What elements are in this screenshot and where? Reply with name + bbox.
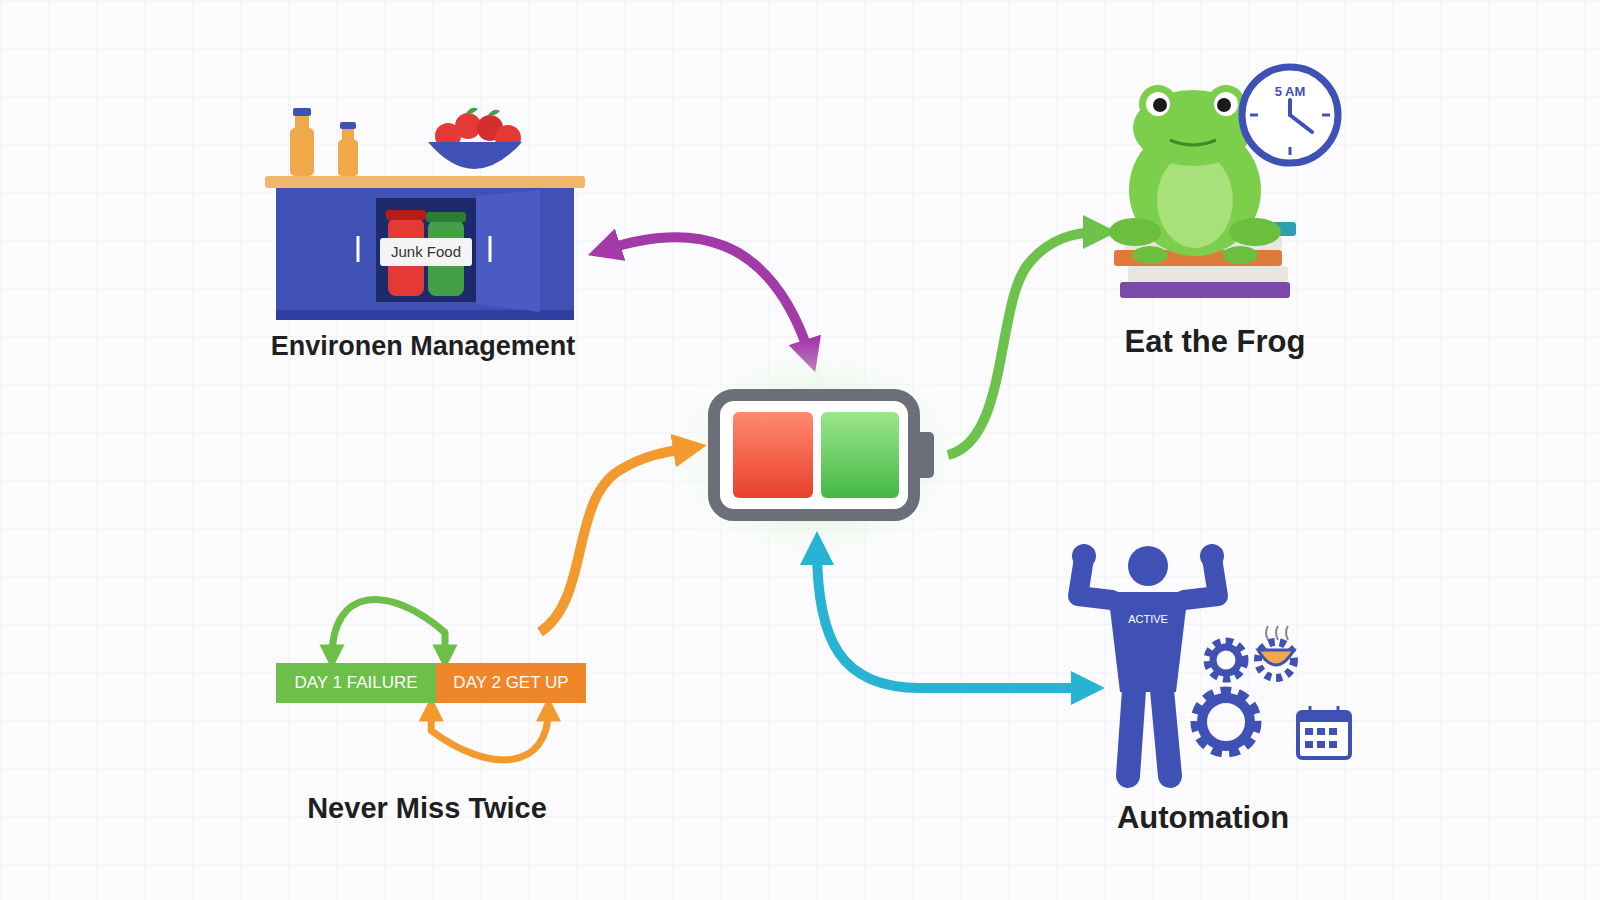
kitchen-cabinet-part	[466, 108, 478, 114]
energy-battery-part	[656, 340, 976, 570]
kitchen-cabinet-part	[290, 128, 314, 176]
green-arrow	[948, 232, 1100, 455]
kitchen-cabinet	[265, 108, 585, 320]
kitchen-cabinet-part	[342, 128, 354, 142]
frog-illustration-part	[1146, 92, 1170, 116]
automation-illustration-part	[1329, 741, 1337, 748]
day-band: DAY 2 GET UP	[436, 663, 586, 703]
section-heading: Never Miss Twice	[307, 791, 547, 826]
automation-illustration-part	[1202, 698, 1250, 746]
day-band: DAY 1 FAILURE	[276, 663, 436, 703]
frog-illustration-part	[1250, 114, 1258, 117]
frog-illustration-part	[1139, 85, 1177, 123]
automation-illustration-part	[1329, 728, 1337, 735]
section-heading: Automation	[1117, 799, 1289, 836]
frog-illustration-part	[1288, 100, 1292, 115]
kitchen-cabinet-part	[426, 212, 466, 222]
band-text: DAY 2 GET UP	[453, 673, 568, 693]
kitchen-cabinet-part	[276, 310, 574, 320]
frog-illustration-part	[1153, 98, 1167, 112]
purple-arrow	[604, 237, 810, 356]
kitchen-cabinet-part	[428, 142, 522, 169]
automation-illustration-part	[1258, 650, 1294, 665]
kitchen-cabinet-part	[455, 113, 481, 139]
kitchen-cabinet-part	[476, 190, 540, 312]
energy-battery-part	[821, 412, 899, 498]
automation-illustration-part	[1305, 728, 1313, 735]
frog-illustration	[1109, 67, 1338, 298]
kitchen-cabinet-part	[265, 176, 585, 188]
kitchen-cabinet-part	[488, 110, 500, 116]
cycle-arrow	[332, 600, 445, 657]
frog-illustration-part	[1133, 90, 1253, 166]
clock-time: 5 AM	[1275, 84, 1306, 100]
automation-illustration-part	[1128, 546, 1168, 586]
frog-illustration-part	[1214, 92, 1238, 116]
kitchen-cabinet-part	[380, 238, 472, 266]
automation-illustration-part	[1196, 692, 1256, 752]
kitchen-cabinet-part	[357, 236, 360, 262]
automation-illustration-part	[1309, 706, 1312, 716]
kitchen-cabinet-part	[376, 198, 476, 302]
automation-illustration-part	[1162, 690, 1170, 776]
energy-battery-part	[733, 412, 813, 498]
frog-illustration-part	[1120, 282, 1290, 298]
frog-illustration-part	[1222, 246, 1258, 264]
kitchen-cabinet-part	[386, 210, 426, 220]
automation-illustration-part	[1128, 690, 1134, 776]
automation-illustration-part	[1305, 741, 1313, 748]
frog-illustration-part	[1290, 115, 1312, 132]
frog-illustration-part	[1289, 147, 1292, 155]
shirt-label: ACTIVE	[1128, 613, 1168, 626]
cycle-arrow	[431, 709, 548, 760]
section-heading: Eat the Frog	[1125, 323, 1306, 360]
kitchen-cabinet-part	[489, 236, 492, 262]
automation-illustration-part	[1317, 741, 1325, 748]
frog-illustration-part	[1170, 140, 1216, 145]
frog-illustration-part	[1242, 67, 1338, 163]
energy-battery-part	[916, 432, 934, 478]
automation-illustration-part	[1200, 544, 1224, 568]
energy-battery	[656, 340, 976, 570]
kitchen-cabinet-part	[295, 114, 309, 132]
kitchen-cabinet-part	[293, 108, 311, 116]
band-text: DAY 1 FAILURE	[294, 673, 417, 693]
automation-illustration-part	[1317, 728, 1325, 735]
frog-illustration-part	[1322, 114, 1330, 117]
automation-illustration	[1072, 544, 1350, 776]
frog-illustration-part	[1109, 218, 1161, 246]
automation-illustration-part	[1337, 706, 1340, 716]
automation-illustration-part	[1072, 544, 1096, 568]
cyan-arrow	[817, 548, 1088, 688]
section-heading: Environen Management	[271, 330, 576, 362]
automation-illustration-part	[1266, 626, 1288, 640]
frog-illustration-part	[1217, 98, 1231, 112]
frog-illustration-part	[1132, 246, 1168, 264]
orange-arrow	[540, 448, 690, 632]
automation-illustration-part	[1298, 712, 1350, 722]
jar-label: Junk Food	[391, 243, 461, 261]
automation-illustration-part	[1213, 647, 1239, 673]
energy-battery-part	[714, 395, 914, 515]
automation-illustration-part	[1298, 712, 1350, 758]
kitchen-cabinet-part	[340, 122, 356, 129]
frog-illustration-part	[1128, 266, 1288, 282]
kitchen-cabinet-part	[338, 140, 358, 176]
frog-illustration-part	[1229, 218, 1281, 246]
automation-illustration-part	[1208, 642, 1244, 678]
automation-illustration-part	[1108, 592, 1188, 692]
kitchen-cabinet-part	[276, 188, 574, 320]
automation-illustration-part	[1258, 642, 1294, 678]
frog-illustration-part	[1157, 152, 1233, 248]
